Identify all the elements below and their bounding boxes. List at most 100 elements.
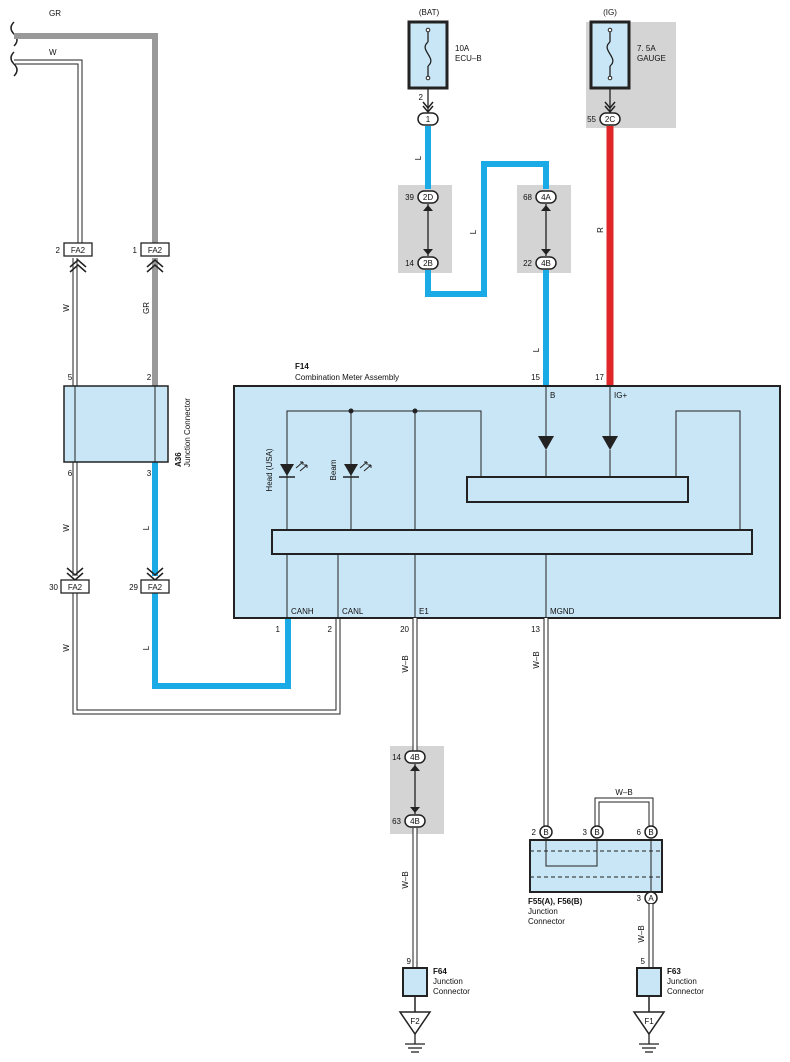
wire-label-wb-e1: W–B: [401, 655, 410, 672]
pin-f14-2: 2: [328, 625, 333, 634]
f64-code: F64: [433, 967, 447, 976]
junction-j14-arrow: [410, 765, 420, 771]
meter-terminal-e1: E1: [419, 607, 429, 616]
connector-fa2-pin2: FA2: [63, 242, 93, 273]
connector-f55-b-pin6-letter: B: [648, 828, 653, 837]
wire-label-gr-top: GR: [49, 9, 61, 18]
f63-line1: Junction: [667, 977, 697, 986]
meter-terminal-b: B: [550, 391, 555, 400]
wire-label-w-top: W: [49, 48, 57, 57]
connector-2b: 2B: [417, 256, 439, 270]
junction-2b-arrow: [423, 249, 433, 255]
connector-f55-b-pin6: [644, 825, 658, 839]
wire-label-wb-mgnd: W–B: [532, 651, 541, 668]
meter-cpu-block: [466, 476, 689, 503]
wb-jumper-inner: [595, 798, 653, 826]
bat-source-label: (BAT): [419, 8, 440, 17]
wire-label-l-bat: L: [414, 155, 423, 160]
wire-label-w-mid: W: [62, 304, 71, 312]
connector-4b-upper: 4B: [535, 256, 557, 270]
ig-terminal-arrow: [604, 101, 616, 114]
connector-4b-j63: 4B: [404, 814, 426, 828]
pin-f14-15: 15: [531, 373, 540, 382]
connector-4a: 4A: [535, 190, 557, 204]
wire-label-l-loop: L: [469, 229, 478, 234]
pin-f14-13: 13: [531, 625, 540, 634]
pin-fa2-30: 30: [49, 583, 58, 592]
meter-terminal-mgnd: MGND: [550, 607, 575, 616]
svg-text:FA2: FA2: [68, 583, 83, 592]
w-wire-top-inner: [14, 60, 82, 244]
pin-f55-a3: 3: [637, 894, 642, 903]
connector-1: 1: [417, 112, 439, 126]
a36-code: A36: [174, 452, 183, 467]
f55-internal-link: [545, 840, 598, 867]
connector-f55-a-pin3-letter: A: [648, 894, 654, 903]
pin-f63-5: 5: [641, 957, 646, 966]
pin-fa2-1: 1: [133, 246, 138, 255]
bat-fuse-terminal-top: [425, 27, 431, 33]
pin-a36-6: 6: [68, 469, 73, 478]
wire-label-l-bottom: L: [142, 645, 151, 650]
ground-f1-label: F1: [644, 1017, 654, 1026]
meter-b-input-arrow: [538, 436, 554, 450]
pin-a36-3: 3: [147, 469, 152, 478]
bat-terminal-arrow: [422, 101, 434, 114]
pin-j63: 63: [392, 817, 401, 826]
bat-fuse-terminal-bottom: [425, 75, 431, 81]
ig-fuse-name: GAUGE: [637, 54, 666, 63]
pin-f14-20: 20: [400, 625, 409, 634]
f64-line2: Connector: [433, 987, 470, 996]
fuse-icon: [606, 41, 614, 67]
connector-2d: 2D: [417, 190, 439, 204]
pin-a36-5: 5: [68, 373, 73, 382]
connector-fa2-pin30: FA2: [60, 567, 90, 594]
f63-line2: Connector: [667, 987, 704, 996]
pin-39: 39: [405, 193, 414, 202]
led-icon: [279, 461, 308, 478]
wire-label-w-lower: W: [62, 524, 71, 532]
pin-f55-3: 3: [583, 828, 588, 837]
meter-name: Combination Meter Assembly: [295, 373, 399, 382]
pin-a36-2: 2: [147, 373, 152, 382]
led-icon: [343, 461, 372, 478]
wire-label-gr-mid: GR: [142, 302, 151, 314]
wire-label-w-bottom: W: [62, 644, 71, 652]
connector-2c: 2C: [599, 112, 621, 126]
connector-f55-b-pin2: [539, 825, 553, 839]
ground-f2-symbol: [398, 1011, 432, 1036]
junction-4a-arrow: [541, 205, 551, 211]
wb-jumper-outer: [594, 797, 654, 826]
wire-label-wb-f63: W–B: [637, 925, 646, 942]
svg-text:1: 1: [426, 115, 431, 124]
meter-right-bus: [675, 410, 741, 530]
f63-junction-box: [636, 967, 662, 997]
f55-line1: Junction: [528, 907, 558, 916]
f64-junction-box: [402, 967, 428, 997]
svg-text:2C: 2C: [605, 115, 615, 124]
wire-label-l-lower: L: [142, 525, 151, 530]
svg-text:4A: 4A: [541, 193, 551, 202]
connector-f55-b-pin3: [590, 825, 604, 839]
connector-fa2-pin29: FA2: [140, 567, 170, 594]
fuse-icon: [424, 41, 432, 67]
a36-junction-box: [63, 385, 169, 463]
wire-label-l-meter: L: [532, 347, 541, 352]
junction-2d-arrow: [423, 205, 433, 211]
meter-ig-input-arrow: [602, 436, 618, 450]
connector-fa2-pin1: FA2: [140, 242, 170, 273]
connector-f55-b-pin2-letter: B: [543, 828, 548, 837]
l-wire-canh: [152, 592, 291, 689]
wire-label-r: R: [596, 227, 605, 233]
svg-text:FA2: FA2: [71, 246, 86, 255]
pin-bat-2: 2: [419, 93, 424, 102]
l-wire-2b-to-4a: [425, 161, 549, 297]
ig-source-label: (IG): [603, 8, 617, 17]
ig-fuse-terminal-top: [607, 27, 613, 33]
junction-4b-arrow: [541, 249, 551, 255]
pin-f14-1: 1: [276, 625, 281, 634]
ig-fuse-rating: 7. 5A: [637, 44, 656, 53]
pin-f55-6: 6: [637, 828, 642, 837]
connector-f55-b-pin3-letter: B: [594, 828, 599, 837]
